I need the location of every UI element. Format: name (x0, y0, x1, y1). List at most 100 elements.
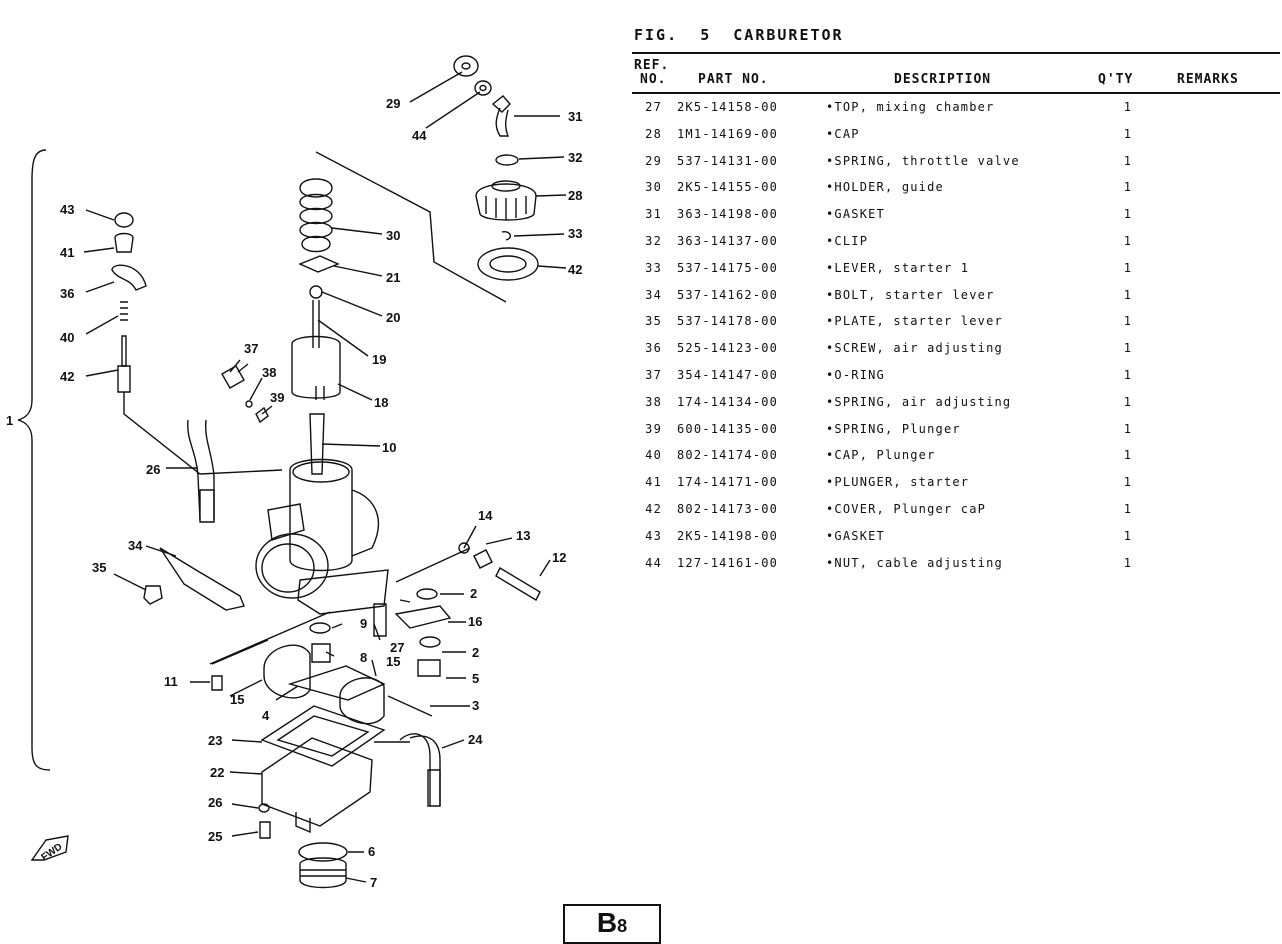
cell-ref: 40 (645, 448, 662, 463)
cell-qty: 1 (1123, 260, 1133, 275)
callout-2: 2 (470, 586, 477, 601)
cell-qty: 1 (1123, 475, 1133, 490)
cell-part-no: 174-14171-00 (677, 475, 779, 490)
callout-2-lower: 2 (472, 645, 479, 660)
cell-ref: 44 (645, 555, 662, 570)
callout-30: 31 (568, 109, 582, 124)
callout-3: 3 (472, 698, 479, 713)
cell-ref: 37 (645, 368, 662, 382)
cell-ref: 42 (645, 502, 662, 516)
callout-6: 6 (368, 844, 375, 859)
header-rule-bottom (632, 92, 1280, 94)
cell-part-no: 2K5-14155-00 (677, 180, 779, 195)
cell-ref: 36 (645, 341, 662, 356)
cell-qty: 1 (1123, 153, 1133, 168)
callout-26: 26 (146, 462, 160, 477)
callout-27: 28 (568, 188, 582, 203)
header-qty: Q'TY (1098, 72, 1134, 87)
callout-41: 42 (60, 369, 74, 384)
cell-qty: 1 (1123, 394, 1133, 409)
callout-14: 14 (478, 508, 493, 523)
cell-ref: 28 (645, 126, 662, 141)
cell-part-no: 537-14162-00 (677, 287, 779, 302)
cell-qty: 1 (1123, 502, 1133, 516)
cell-ref: 39 (645, 421, 662, 436)
callout-28: 29 (386, 96, 400, 111)
callout-20: 21 (386, 270, 400, 285)
page-marker: B8 (563, 904, 661, 944)
callout-24: 25 (208, 829, 222, 844)
header-rule-top (632, 52, 1280, 54)
cell-qty: 1 (1123, 314, 1133, 329)
cell-description: •LEVER, starter 1 (826, 260, 970, 275)
callout-1: 1 (6, 413, 13, 428)
header-description: DESCRIPTION (894, 72, 992, 87)
cell-ref: 31 (645, 207, 662, 222)
cell-part-no: 363-14137-00 (677, 234, 779, 248)
cell-part-no: 127-14161-00 (677, 555, 779, 570)
callout-21: 22 (210, 765, 224, 780)
header-ref-line2: NO. (640, 72, 667, 87)
callout-40: 41 (60, 245, 74, 260)
callout-32: 33 (568, 226, 582, 241)
cell-part-no: 174-14134-00 (677, 394, 779, 409)
cell-ref: 27 (645, 100, 662, 114)
cell-part-no: 537-14175-00 (677, 260, 779, 275)
cell-ref: 29 (645, 153, 662, 168)
callout-37: 38 (262, 365, 276, 380)
cell-qty: 1 (1123, 368, 1133, 382)
callout-15: 15 (386, 654, 400, 669)
cell-part-no: 537-14178-00 (677, 314, 779, 329)
cell-ref: 38 (645, 394, 662, 409)
callout-7: 7 (370, 875, 377, 890)
cell-part-no: 363-14198-00 (677, 207, 779, 222)
cell-description: •TOP, mixing chamber (826, 100, 995, 114)
cell-ref: 43 (645, 528, 662, 543)
cell-part-no: 525-14123-00 (677, 341, 779, 356)
callout-4: 5 (472, 671, 479, 686)
cell-qty: 1 (1123, 234, 1133, 248)
cell-ref: 41 (645, 475, 662, 490)
cell-description: •CLIP (826, 234, 869, 248)
callout-19: 20 (386, 310, 400, 325)
cell-part-no: 537-14131-00 (677, 153, 779, 168)
cell-qty: 1 (1123, 126, 1133, 141)
cell-part-no: 802-14173-00 (677, 502, 779, 516)
callout-11: 11 (164, 674, 178, 689)
carburetor-exploded-diagram: 29 44 31 32 28 33 42 30 21 20 19 18 10 3… (6, 55, 582, 890)
cell-part-no: 354-14147-00 (677, 368, 779, 382)
callout-33: 34 (128, 538, 143, 553)
callout-26-lower: 27 (390, 640, 404, 655)
cell-part-no: 2K5-14198-00 (677, 528, 779, 543)
cell-description: •COVER, Plunger caP (826, 502, 987, 516)
page-letter: B (596, 907, 618, 938)
cell-description: •HOLDER, guide (826, 180, 944, 195)
cell-description: •PLATE, starter lever (826, 314, 1003, 329)
cell-description: •NUT, cable adjusting (826, 555, 1003, 570)
cell-description: •GASKET (826, 207, 885, 222)
cell-ref: 33 (645, 260, 662, 275)
header-ref-line1: REF. (634, 58, 670, 73)
cell-description: •SCREW, air adjusting (826, 341, 1003, 356)
cell-description: •O-RING (826, 368, 885, 382)
callout-13: 13 (516, 528, 530, 543)
cell-qty: 1 (1123, 448, 1133, 463)
cell-part-no: 802-14174-00 (677, 448, 779, 463)
page-number: 8 (617, 916, 628, 936)
cell-ref: 35 (645, 314, 662, 329)
header-part-no: PART NO. (698, 72, 769, 87)
callout-10: 10 (382, 440, 396, 455)
cell-description: •SPRING, throttle valve (826, 153, 1020, 168)
cell-part-no: 600-14135-00 (677, 421, 779, 436)
callout-36: 37 (244, 341, 258, 356)
cell-description: •GASKET (826, 528, 885, 543)
callout-29: 30 (386, 228, 400, 243)
figure-name: CARBURETOR (733, 26, 844, 44)
cell-description: •BOLT, starter lever (826, 287, 995, 302)
cell-qty: 1 (1123, 207, 1133, 222)
callout-8: 8 (360, 650, 367, 665)
figure-label: FIG. (634, 26, 679, 44)
callout-31: 32 (568, 150, 582, 165)
callout-18: 19 (372, 352, 386, 367)
cell-qty: 1 (1123, 528, 1133, 543)
